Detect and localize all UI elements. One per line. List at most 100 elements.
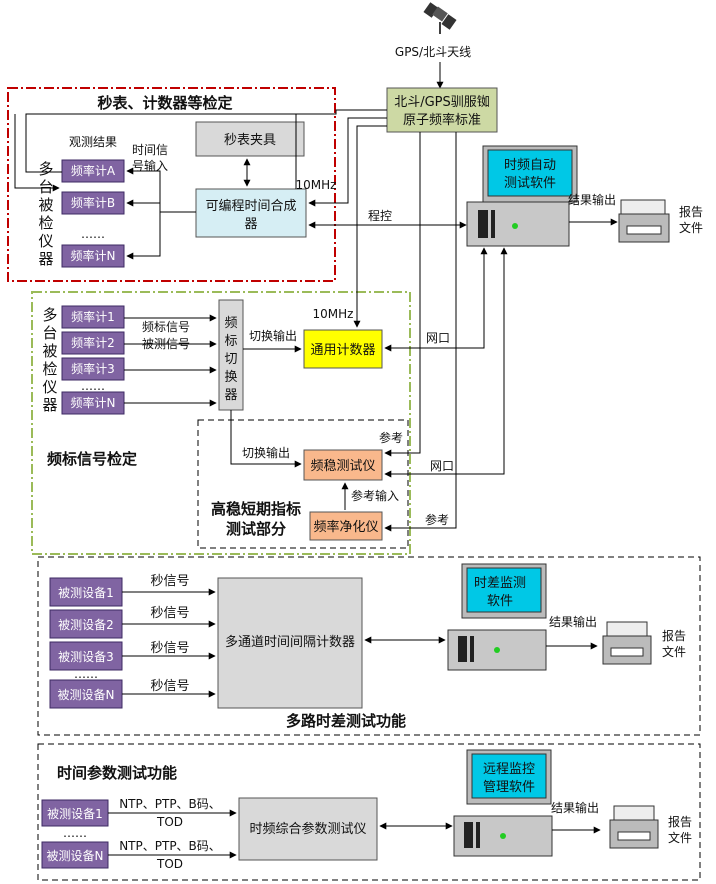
reference-to-synth-top: [296, 109, 387, 115]
sec3-dots: ……: [74, 667, 98, 681]
sec1-instr-char: 台: [38, 178, 53, 196]
synth-line1: 可编程时间合成: [205, 199, 296, 214]
switch-char: 换: [224, 370, 237, 385]
section-time-diff-border: [37, 556, 701, 736]
switch-out-label-2: 切换输出: [242, 445, 290, 460]
report2-line2: 文件: [662, 644, 686, 659]
computer-icon: [453, 749, 553, 857]
sec-signal-label-2: 秒信号: [150, 606, 189, 621]
reference-purifier-link: [384, 132, 457, 532]
report3-line2: 文件: [668, 830, 692, 845]
counter-n-label: 频率计N: [71, 248, 116, 263]
fixture-label: 秒表夹具: [224, 133, 276, 148]
observe-return: [14, 114, 60, 192]
counter-3-label: 频率计3: [71, 361, 115, 376]
switch-char: 频: [224, 316, 237, 331]
tester-box: [238, 797, 378, 861]
counter-n2-label: 频率计N: [71, 395, 116, 410]
ref-in-label: 参考输入: [351, 488, 399, 503]
sec1-instr-char: 器: [38, 250, 53, 268]
device-3-box: [49, 641, 123, 671]
pc2-software-line2: 软件: [487, 594, 513, 609]
device4-1-label: 被测设备1: [47, 807, 103, 821]
sec2-instr-char: 台: [42, 324, 57, 342]
reference-box: [386, 87, 498, 133]
purifier-box: [309, 511, 383, 541]
counter-2-box: [61, 331, 125, 355]
sec2-instr-char: 检: [42, 360, 57, 378]
sec1-instr-char: 仪: [38, 232, 53, 250]
counter-1-box: [61, 305, 125, 329]
pc1-software-line1: 时频自动: [504, 158, 556, 173]
device-2-label: 被测设备2: [58, 618, 114, 632]
sec2-instr-char: 被: [42, 342, 57, 360]
synth-to-counter-b: [126, 199, 196, 213]
tester-label: 时频综合参数测试仪: [249, 821, 366, 837]
pc2-result-label: 结果输出: [549, 614, 597, 629]
proto-n-line1: NTP、PTP、B码、: [119, 839, 221, 853]
device-2-box: [49, 609, 123, 639]
stability-label: 频稳测试仪: [310, 458, 375, 474]
sec1-instrument-label: 多 台 被 检 仪 器: [38, 160, 53, 268]
device-3-label: 被测设备3: [58, 650, 114, 664]
printer-icon: [602, 621, 652, 665]
sec-signal-label-3: 秒信号: [150, 641, 189, 656]
time-input-label-2: 号输入: [132, 158, 168, 173]
proto-1-line2: TOD: [156, 815, 183, 829]
reference-10mhz-counter: [353, 125, 387, 328]
switch-out-label-1: 切换输出: [249, 328, 297, 343]
pc3-software-line1: 远程监控: [483, 762, 535, 777]
stability-net-link: [384, 247, 508, 478]
proto-1-line1: NTP、PTP、B码、: [119, 797, 221, 811]
counter-a-box: [61, 159, 125, 183]
computer-icon: [466, 145, 578, 247]
time-input-label-1: 时间信: [132, 143, 168, 157]
section-time-param-label: 时间参数测试功能: [57, 764, 177, 782]
reference-10mhz-synth: [308, 117, 387, 207]
switch-stability-link: [230, 410, 302, 468]
sec4-dots: ……: [63, 826, 87, 840]
pc1-result-label: 结果输出: [568, 192, 616, 207]
short-term-line2: 测试部分: [226, 520, 286, 538]
short-term-line1: 高稳短期指标: [211, 500, 301, 518]
counter-b-label: 频率计B: [71, 195, 115, 210]
tic-box: [217, 577, 363, 709]
sec1-instr-char: 检: [38, 214, 53, 232]
section-freq-label: 频标信号检定: [47, 450, 137, 468]
purifier-label: 频率净化仪: [313, 519, 378, 535]
device-n-label: 被测设备N: [58, 688, 115, 702]
device-1-label: 被测设备1: [58, 586, 114, 600]
synth-to-counter-a: [126, 167, 196, 213]
fixture-box: [195, 121, 305, 157]
observe-line-top: [25, 113, 297, 189]
section-short-term-border: [197, 419, 409, 549]
device4-n-box: [41, 841, 109, 869]
section-stopwatch-title: 秒表、计数器等检定: [97, 94, 232, 112]
synth-to-counter-n: [126, 211, 196, 260]
counter-2-label: 频率计2: [71, 335, 115, 350]
switch-char: 器: [224, 388, 237, 403]
stability-ref-label: 参考: [379, 430, 403, 445]
sec2-instr-char: 器: [42, 396, 57, 414]
pc3-result-label: 结果输出: [551, 800, 599, 815]
observe-label: 观测结果: [69, 135, 117, 149]
proto-n-line2: TOD: [156, 857, 183, 871]
synth-line2: 器: [244, 217, 257, 232]
reference-line2: 原子频率标准: [403, 112, 481, 128]
tic-label: 多通道时间间隔计数器: [225, 634, 355, 650]
device4-n-label: 被测设备N: [47, 849, 104, 863]
counter-a-label: 频率计A: [71, 163, 116, 178]
sec1-instr-char: 被: [38, 196, 53, 214]
counter-label: 通用计数器: [310, 343, 375, 358]
pc3-software-line2: 管理软件: [483, 780, 535, 795]
sec2-instrument-label: 多 台 被 检 仪 器: [42, 306, 57, 414]
reference-stability-link: [384, 132, 421, 457]
sec-signal-label-4: 秒信号: [150, 679, 189, 694]
reference-line1: 北斗/GPS驯服铷: [394, 95, 490, 110]
sec2-instr-char: 多: [42, 306, 57, 324]
pc2-software-line1: 时差监测: [474, 576, 526, 591]
progctl-label: 程控: [368, 208, 392, 223]
satellite-icon: [423, 2, 457, 34]
printer-icon: [618, 199, 670, 243]
